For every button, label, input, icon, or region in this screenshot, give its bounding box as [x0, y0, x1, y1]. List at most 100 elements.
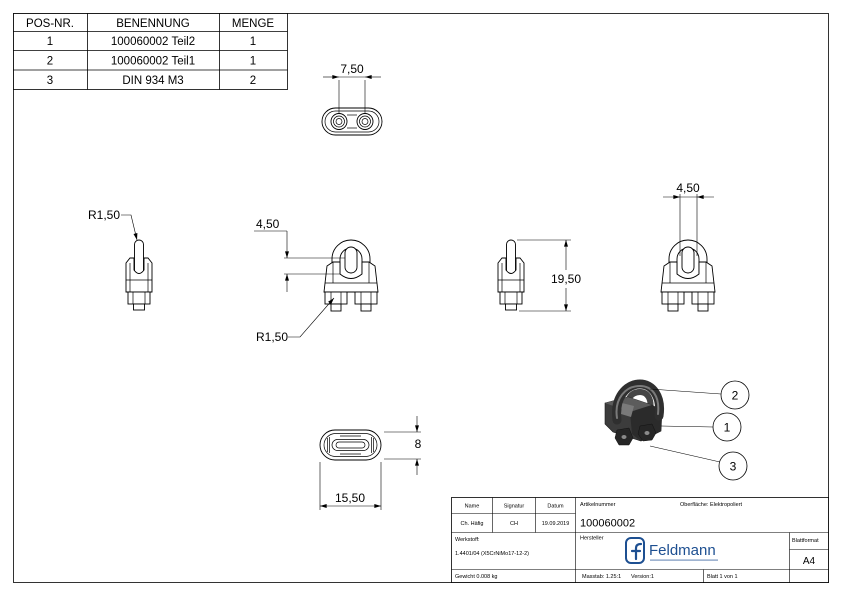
right-side-view	[497, 239, 525, 311]
nut	[499, 291, 523, 305]
balloon-leader	[649, 445, 721, 463]
balloon-leader	[649, 388, 722, 395]
bolt-end	[505, 303, 517, 311]
top-view-inner-outline	[324, 110, 380, 133]
saddle-iso-groove	[621, 403, 634, 417]
drawn-by: Ch. Häfig	[461, 521, 484, 527]
radius-label: R1,50	[256, 330, 288, 344]
width-label: 15,50	[335, 491, 365, 505]
sheet-format: A4	[803, 556, 816, 567]
top-view-bolt-end	[361, 118, 369, 125]
bom-cell: 100060002 Teil1	[111, 56, 195, 68]
drawing-frame	[13, 13, 829, 583]
bolt-end-iso	[644, 431, 650, 435]
bolt-end	[667, 303, 679, 312]
nut	[354, 291, 378, 305]
scale: Masstab: 1.25:1	[582, 574, 621, 580]
bottom-view-dimensions: 8 15,50	[319, 416, 422, 510]
surface: Oberfläche: Elektropoliert	[680, 502, 743, 508]
date: 19.09.2019	[542, 521, 570, 527]
balloon-circle	[718, 451, 748, 481]
isometric-view	[604, 379, 665, 446]
offset-label: 4,50	[256, 217, 280, 231]
bolt-end-iso	[621, 435, 627, 439]
logo-icon-frame	[625, 537, 645, 564]
radius-label: R1,50	[88, 208, 120, 222]
feldmann-logo: Feldmann	[625, 537, 718, 564]
back-view	[660, 239, 716, 312]
nut	[127, 291, 151, 305]
manufacturer-label: Hersteller	[580, 536, 604, 542]
right-side-dimension: 19,50	[517, 239, 581, 312]
title-block-border	[451, 497, 829, 583]
nut	[324, 291, 348, 305]
balloon-circle	[712, 412, 742, 442]
balloon-3: 3	[649, 445, 748, 481]
saddle-body	[660, 261, 716, 293]
top-view	[321, 107, 383, 136]
balloon-1: 1	[660, 412, 742, 442]
saddle-body	[323, 261, 379, 293]
bottom-view-slot-inner	[335, 441, 366, 449]
date-label: Datum	[547, 504, 564, 510]
signature-label: Signatur	[504, 504, 525, 510]
bom-cell: 2	[47, 56, 53, 68]
logo-wordmark: Feldmann	[649, 542, 716, 559]
bom-cell: 1	[250, 56, 256, 68]
nut	[661, 291, 685, 305]
top-view-bolt-end	[335, 118, 343, 125]
bottom-view-slot	[331, 439, 370, 451]
bom-cell: 3	[47, 75, 53, 87]
bolt-end	[360, 303, 372, 312]
balloon-2: 2	[649, 380, 750, 410]
rope-groove	[344, 246, 358, 274]
height-label: 19,50	[551, 272, 581, 286]
bom-cell: 100060002 Teil2	[111, 36, 195, 48]
front-view-dimensions: 4,50 R1,50	[254, 217, 345, 344]
sheet-number: Blatt 1 von 1	[707, 574, 738, 580]
bottom-view-inner-outline	[323, 433, 378, 457]
bom-border	[13, 13, 288, 90]
top-view-dimension: 7,50	[323, 62, 381, 113]
height-label: 8	[415, 437, 422, 451]
bottom-view	[319, 429, 382, 461]
back-view-dimension: 4,50	[663, 181, 714, 256]
bolt-end	[697, 303, 709, 312]
bom-cell: 1	[47, 36, 53, 48]
article-number: 100060002	[580, 518, 635, 530]
saddle-body	[497, 257, 525, 293]
balloon-number: 1	[724, 421, 731, 435]
dimension-label: 7,50	[340, 62, 364, 76]
weight: Gewicht 0.008 kg	[455, 574, 498, 580]
logo-f-icon	[630, 542, 643, 561]
leader-line	[288, 297, 335, 338]
balloon-leader	[660, 425, 714, 428]
top-view-nut-washer	[333, 115, 345, 128]
front-view	[323, 239, 379, 312]
material-label: Werkstoff:	[455, 537, 480, 543]
left-side-view	[125, 239, 153, 311]
rope-groove	[681, 246, 695, 274]
bom-header-name: BENENNUNG	[116, 18, 190, 30]
top-view-nut-washer	[359, 115, 371, 128]
bolt-end	[330, 303, 342, 312]
bom-header-qty: MENGE	[232, 18, 275, 30]
logo-tagline	[650, 559, 718, 561]
bom-cell: 2	[250, 75, 256, 87]
bom-cell: 1	[250, 36, 256, 48]
name-label: Name	[465, 504, 480, 510]
width-label: 4,50	[676, 181, 700, 195]
material: 1.4401/04 (X5CrNiMo17-12-2)	[455, 551, 529, 557]
u-bolt-iso-highlight	[615, 384, 660, 419]
balloon-number: 2	[732, 389, 739, 403]
bottom-view-outline	[319, 429, 382, 461]
bolt-end	[133, 303, 145, 311]
bom-cell: DIN 934 M3	[122, 75, 183, 87]
nut	[691, 291, 715, 305]
balloon-number: 3	[730, 460, 737, 474]
bom-header-pos: POS-NR.	[26, 18, 74, 30]
left-side-dimension: R1,50	[88, 208, 138, 241]
title-block: Name Signatur Datum Ch. Häfig CH 19.09.2…	[451, 497, 829, 583]
sheet-format-label: Blattformat	[792, 538, 819, 544]
